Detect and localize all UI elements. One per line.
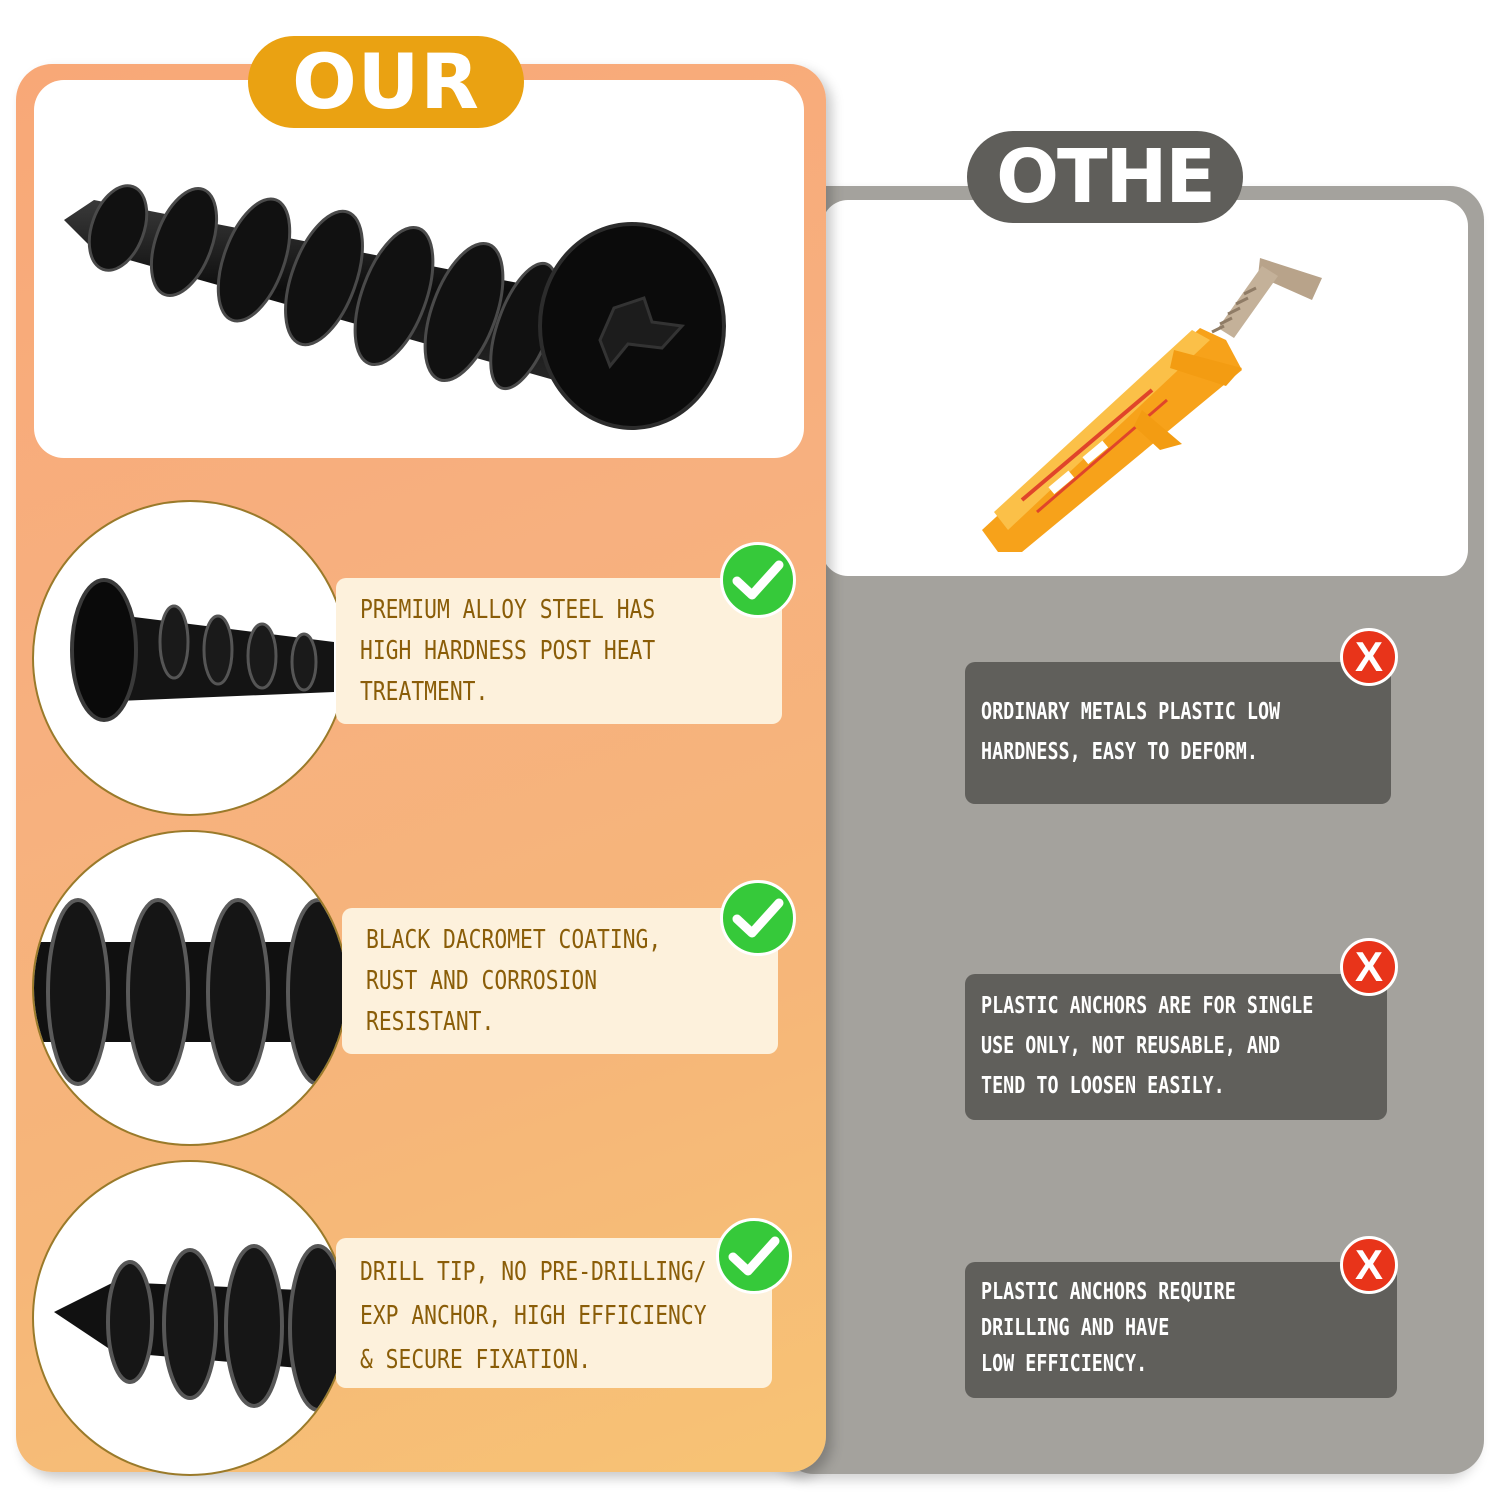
x-icon: X: [1340, 1236, 1398, 1294]
feature-1-line-2: HIGH HARDNESS POST HEAT: [360, 636, 656, 666]
x-icon: X: [1340, 628, 1398, 686]
plastic-anchor-image: [982, 258, 1322, 552]
feature-3-line-2: EXP ANCHOR, HIGH EFFICIENCY: [360, 1301, 707, 1331]
feature-box-2: BLACK DACROMET COATING, RUST AND CORROSI…: [342, 908, 778, 1054]
black-screw-image: [64, 184, 726, 430]
feature-3-line-3: & SECURE FIXATION.: [360, 1345, 592, 1375]
screw-head-closeup: [70, 578, 334, 722]
drawback-1-line-1: ORDINARY METALS PLASTIC LOW: [981, 699, 1281, 725]
drawback-2-line-2: USE ONLY, NOT REUSABLE, AND: [981, 1033, 1281, 1059]
feature-2-line-1: BLACK DACROMET COATING,: [366, 925, 662, 955]
check-icon: [720, 542, 796, 618]
x-icon: X: [1340, 938, 1398, 996]
drawback-3-line-3: LOW EFFICIENCY.: [981, 1351, 1148, 1377]
check-icon: [720, 880, 796, 956]
feature-1-line-3: TREATMENT.: [360, 677, 489, 707]
detail-circle-tip: [32, 1160, 348, 1476]
detail-circle-coating: [32, 830, 348, 1146]
ours-badge: OUR: [248, 36, 524, 128]
feature-2-line-2: RUST AND CORROSION: [366, 966, 598, 996]
drawback-1-line-2: HARDNESS, EASY TO DEFORM.: [981, 739, 1258, 765]
feature-box-1: PREMIUM ALLOY STEEL HAS HIGH HARDNESS PO…: [336, 578, 782, 724]
drawback-3-line-1: PLASTIC ANCHORS REQUIRE: [981, 1279, 1236, 1305]
feature-3-line-1: DRILL TIP, NO PRE-DRILLING/: [360, 1257, 707, 1287]
drawback-3-line-2: DRILLING AND HAVE: [981, 1315, 1170, 1341]
drawback-box-1: ORDINARY METALS PLASTIC LOW HARDNESS, EA…: [965, 662, 1391, 804]
check-icon: [716, 1218, 792, 1294]
drawback-box-3: PLASTIC ANCHORS REQUIRE DRILLING AND HAV…: [965, 1262, 1397, 1398]
our-product-card: [34, 80, 804, 458]
feature-1-line-1: PREMIUM ALLOY STEEL HAS: [360, 595, 656, 625]
drawback-2-line-1: PLASTIC ANCHORS ARE FOR SINGLE: [981, 993, 1314, 1019]
other-product-card: [822, 200, 1468, 576]
feature-2-line-3: RESISTANT.: [366, 1007, 495, 1037]
others-badge: OTHE: [967, 131, 1243, 223]
drawback-box-2: PLASTIC ANCHORS ARE FOR SINGLE USE ONLY,…: [965, 974, 1387, 1120]
drawback-2-line-3: TEND TO LOOSEN EASILY.: [981, 1073, 1225, 1099]
feature-box-3: DRILL TIP, NO PRE-DRILLING/ EXP ANCHOR, …: [336, 1238, 772, 1388]
screw-thread-closeup: [34, 898, 346, 1086]
screw-tip-closeup: [54, 1244, 346, 1412]
detail-circle-head: [32, 500, 348, 816]
